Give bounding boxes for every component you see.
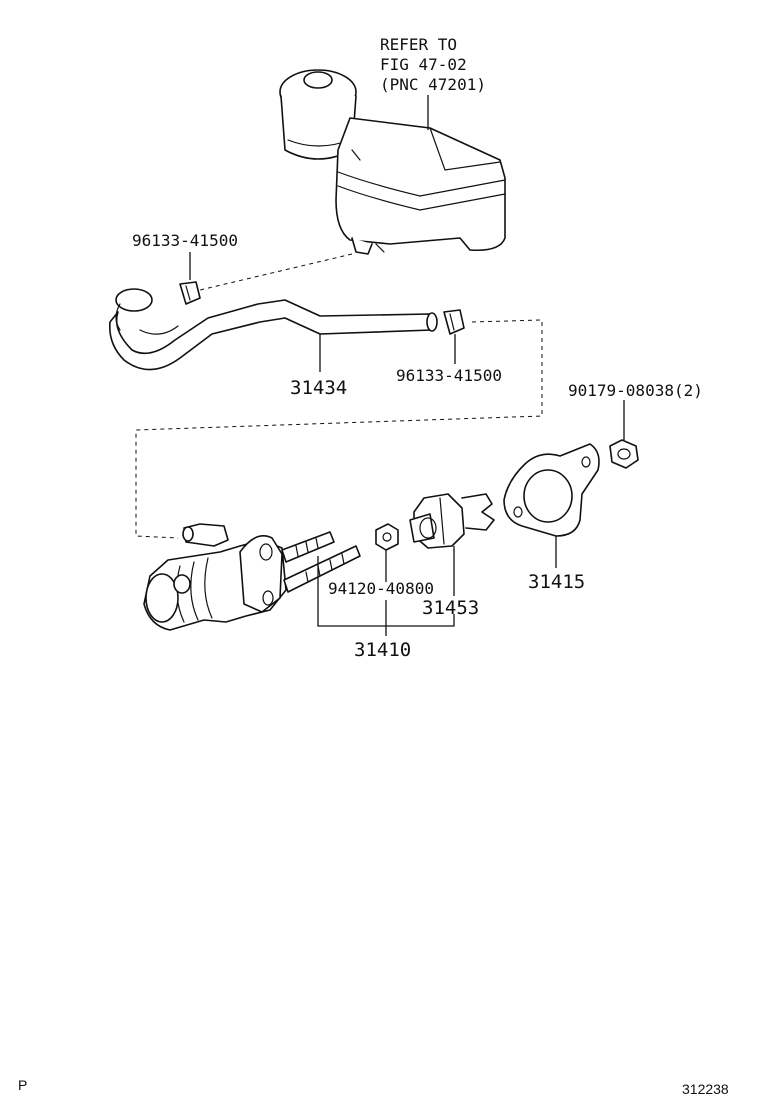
nut-90179-label: 90179-08038(2) [568, 381, 703, 400]
hose-label: 31434 [290, 377, 347, 399]
refer-text-line3: (PNC 47201) [380, 75, 486, 94]
tank-hose-dashline [199, 253, 353, 291]
clip-upper[interactable] [179, 281, 201, 305]
clip-upper-label: 96133-41500 [132, 231, 238, 250]
nut-94120-label: 94120-40800 [328, 579, 434, 598]
nut-90179[interactable] [609, 439, 639, 469]
piston-label: 31453 [422, 597, 479, 619]
piston-assembly[interactable] [409, 493, 495, 549]
master-cylinder[interactable] [143, 523, 361, 631]
footer-diagram-number: 312238 [682, 1081, 729, 1097]
hose[interactable] [108, 288, 438, 371]
gasket-label: 31415 [528, 571, 585, 593]
gasket[interactable] [503, 443, 600, 537]
clip-lower[interactable] [443, 309, 465, 335]
refer-text-line1: REFER TO [380, 35, 457, 54]
clip-lower-label: 96133-41500 [396, 366, 502, 385]
master-cylinder-label: 31410 [354, 639, 411, 661]
reservoir-tank[interactable] [279, 69, 506, 255]
refer-text-line2: FIG 47-02 [380, 55, 467, 74]
footer-left-mark: P [18, 1077, 28, 1093]
routing-dashline [135, 319, 543, 539]
nut-94120[interactable] [375, 523, 399, 551]
